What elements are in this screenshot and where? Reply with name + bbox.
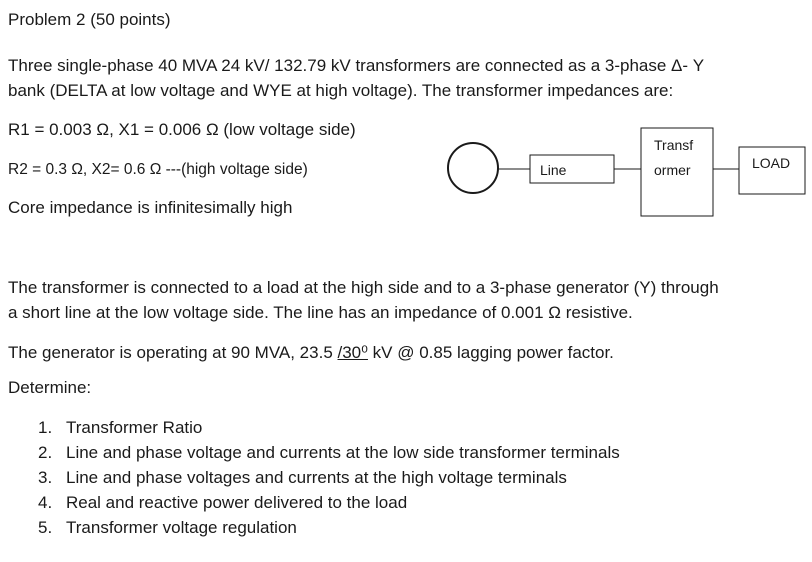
task-item: 3. Line and phase voltages and currents a…	[38, 468, 620, 493]
line-box-label: Line	[540, 162, 567, 178]
determine-heading: Determine:	[8, 378, 92, 397]
load-box-label: LOAD	[752, 155, 790, 171]
task-number: 5.	[38, 518, 53, 537]
task-number: 1.	[38, 418, 53, 437]
task-text: Line and phase voltage and currents at t…	[66, 443, 620, 462]
task-list: 1. Transformer Ratio 2. Line and phase vol…	[38, 418, 620, 543]
task-item: 5. Transformer voltage regulation	[38, 518, 620, 543]
connection-line-2: a short line at the low voltage side. Th…	[8, 303, 633, 322]
task-text: Transformer voltage regulation	[66, 518, 297, 537]
intro-line-2: bank (DELTA at low voltage and WYE at hi…	[8, 81, 674, 100]
load-box	[738, 146, 806, 195]
transformer-box	[640, 127, 714, 217]
connection-line-1: The transformer is connected to a load a…	[8, 278, 719, 297]
task-text: Line and phase voltages and currents at …	[66, 468, 567, 487]
r1-x1-line: R1 = 0.003 Ω, X1 = 0.006 Ω (low voltage …	[8, 120, 356, 139]
generator-line-prefix: The generator is operating at 90 MVA, 23…	[8, 343, 338, 362]
task-item: 2. Line and phase voltage and currents at…	[38, 443, 620, 468]
transformer-label-1: Transf	[654, 137, 693, 153]
problem-title: Problem 2 (50 points)	[8, 10, 171, 29]
task-number: 4.	[38, 493, 53, 512]
generator-line-suffix: kV @ 0.85 lagging power factor.	[367, 343, 614, 362]
r2-x2-line: R2 = 0.3 Ω, X2= 0.6 Ω ---(high voltage s…	[8, 161, 308, 178]
intro-line-1: Three single-phase 40 MVA 24 kV/ 132.79 …	[8, 56, 705, 75]
task-text: Real and reactive power delivered to the…	[66, 493, 408, 512]
task-text: Transformer Ratio	[66, 418, 203, 437]
generator-voltage-angle: /30⁰	[337, 343, 368, 362]
task-number: 2.	[38, 443, 53, 462]
line-box	[529, 154, 615, 184]
task-item: 4. Real and reactive power delivered to t…	[38, 493, 620, 518]
core-impedance-line: Core impedance is infinitesimally high	[8, 198, 293, 217]
generator-line: The generator is operating at 90 MVA, 23…	[8, 343, 614, 363]
task-item: 1. Transformer Ratio	[38, 418, 620, 443]
task-number: 3.	[38, 468, 53, 487]
generator-symbol	[447, 142, 499, 194]
transformer-label-2: ormer	[654, 162, 691, 178]
